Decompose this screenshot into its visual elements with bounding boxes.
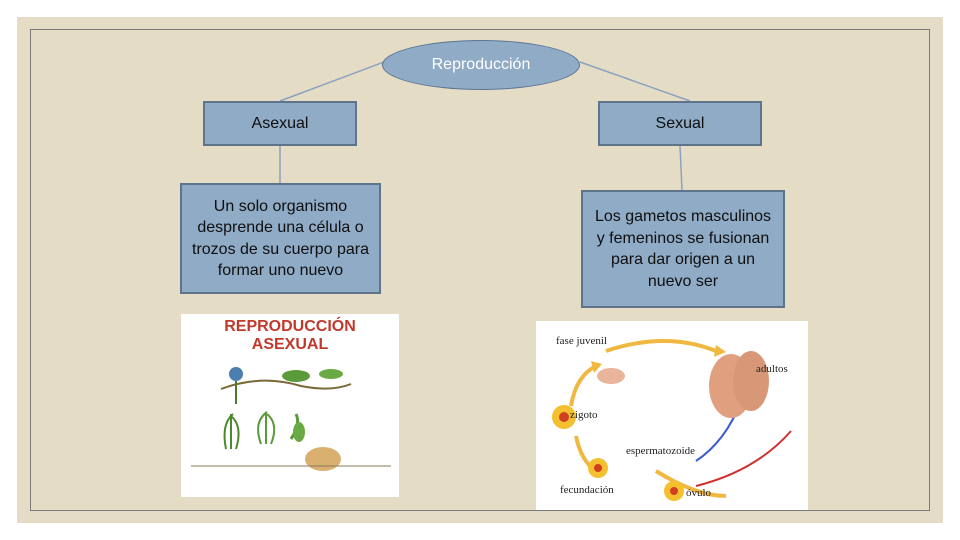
label-adultos: adultos [756, 363, 788, 375]
asexual-reproduction-image: REPRODUCCIÓN ASEXUAL [181, 314, 399, 497]
sexual-title: Sexual [655, 114, 705, 132]
sexual-node: Sexual [598, 101, 762, 146]
connector-root-asexual [279, 61, 385, 102]
sexual-description: Los gametos masculinos y femeninos se fu… [594, 208, 772, 290]
sexual-description-node: Los gametos masculinos y femeninos se fu… [581, 190, 785, 308]
root-node: Reproducción [382, 40, 580, 90]
asexual-description: Un solo organismo desprende una célula o… [192, 197, 369, 280]
connector-root-sexual [579, 61, 691, 102]
asexual-description-node: Un solo organismo desprende una célula o… [180, 183, 381, 294]
life-cycle-illustration [552, 339, 792, 501]
label-zigoto: zigoto [570, 409, 598, 421]
connector-sexual-desc [679, 145, 683, 191]
asexual-image-title: REPRODUCCIÓN ASEXUAL [224, 318, 356, 353]
sexual-reproduction-image: fase juvenil adultos zigoto espermatozoi… [536, 321, 808, 510]
asexual-title: Asexual [251, 114, 309, 132]
label-espermatozoide: espermatozoide [626, 445, 696, 457]
root-label: Reproducción [431, 56, 531, 73]
asexual-node: Asexual [203, 101, 357, 146]
slide-frame [30, 29, 930, 511]
label-ovulo: óvulo [686, 487, 712, 499]
label-fecundacion: fecundación [560, 484, 614, 496]
label-fase-juvenil: fase juvenil [556, 335, 608, 347]
plants-illustration [191, 367, 391, 471]
